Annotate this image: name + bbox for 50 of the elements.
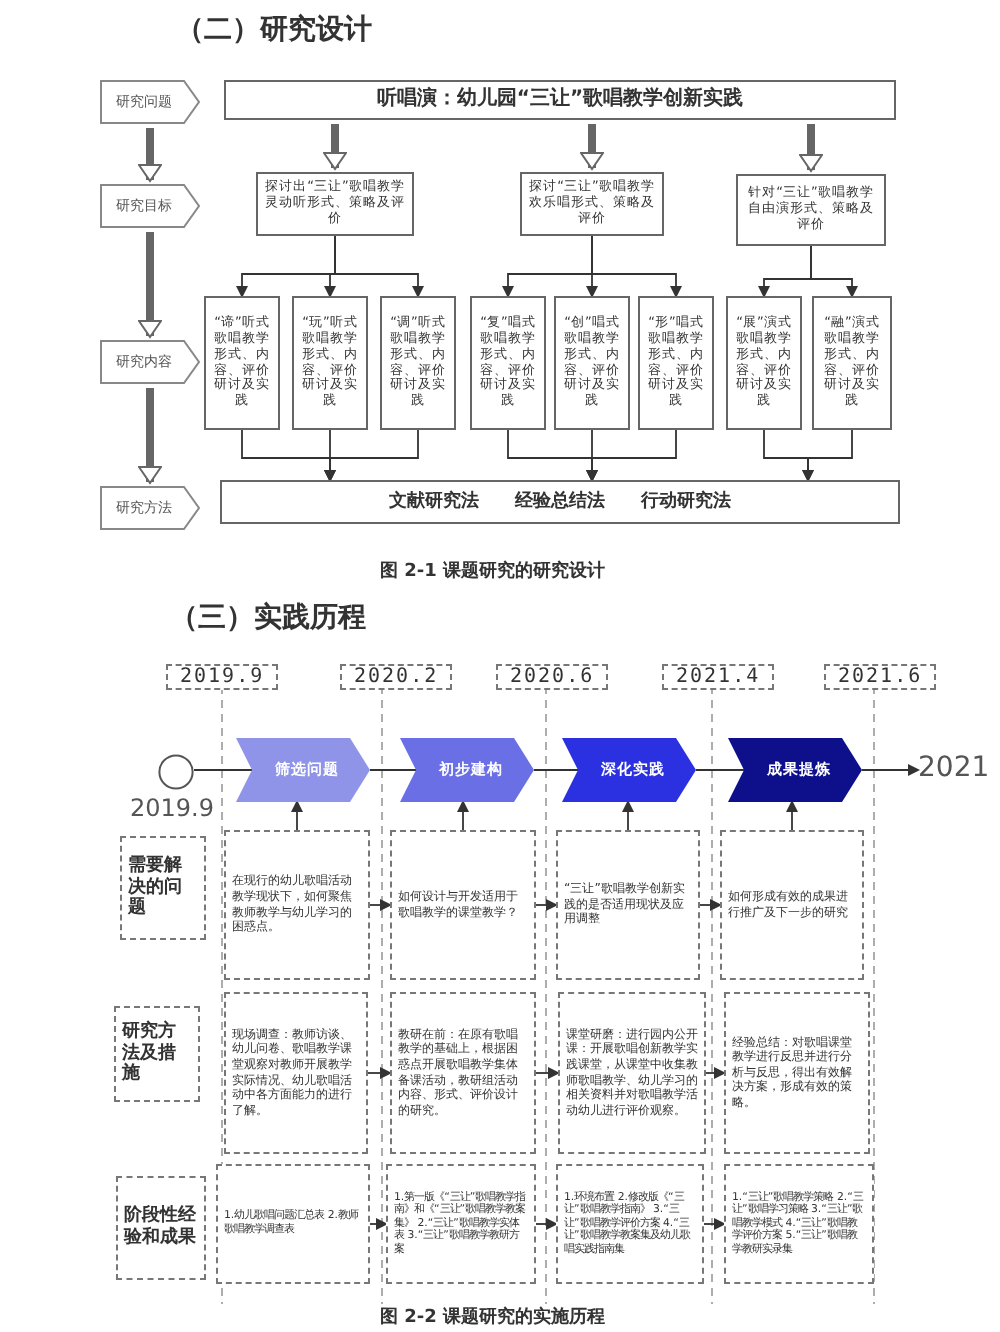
block-arrow — [138, 128, 162, 182]
dashed-text-box: 研究方法及措施 — [114, 1006, 200, 1102]
arrow — [802, 429, 853, 482]
block-arrow — [323, 124, 347, 170]
date-box: 2020.6 — [496, 664, 609, 690]
dashed-text-box: 阶段性经验和成果 — [116, 1176, 206, 1280]
arrow — [703, 1218, 726, 1230]
start-circle — [158, 754, 194, 790]
date-label: 2019.9 — [130, 794, 214, 822]
text-box — [220, 480, 900, 524]
arrow — [367, 1067, 392, 1079]
block-arrow — [799, 124, 823, 172]
arrow — [586, 429, 677, 482]
arrow — [810, 245, 858, 298]
text-box: 听唱演：幼儿园“三让”歌唱教学创新实践 — [224, 80, 896, 120]
connector-line — [369, 769, 417, 771]
date-box: 2020.2 — [340, 664, 453, 690]
connector-line — [695, 769, 745, 771]
connector-line — [193, 769, 253, 771]
arrow — [535, 1218, 558, 1230]
arrow — [369, 899, 392, 911]
arrow — [369, 1218, 388, 1230]
section-heading: （二）研究设计 — [176, 12, 372, 48]
arrow — [291, 800, 303, 831]
block-arrow — [138, 232, 162, 338]
section-heading: （三）实践历程 — [170, 600, 366, 636]
method-text: 经验总结法 — [515, 491, 605, 513]
arrow — [457, 800, 469, 831]
method-text: 行动研究法 — [641, 491, 731, 513]
connector-line — [533, 769, 579, 771]
date-box: 2021.4 — [662, 664, 775, 690]
arrow — [334, 235, 424, 298]
arrow — [861, 764, 920, 776]
date-box: 2021.6 — [824, 664, 937, 690]
figure-caption: 图 2-2 课题研究的实施历程 — [380, 1304, 606, 1330]
arrow — [535, 1067, 560, 1079]
year-label: 2021 — [918, 754, 990, 786]
figure-caption: 图 2-1 课题研究的研究设计 — [380, 558, 606, 584]
arrow — [786, 800, 798, 831]
arrow — [535, 899, 558, 911]
arrow — [622, 800, 634, 831]
block-arrow — [138, 388, 162, 484]
dashed-text-box: 需要解决的问题 — [120, 836, 206, 940]
date-box: 2019.9 — [166, 664, 279, 690]
arrow — [699, 899, 722, 911]
block-arrow — [580, 124, 604, 170]
arrow — [591, 235, 682, 298]
arrow — [324, 429, 419, 482]
arrow — [705, 1067, 726, 1079]
method-text: 文献研究法 — [389, 491, 479, 513]
